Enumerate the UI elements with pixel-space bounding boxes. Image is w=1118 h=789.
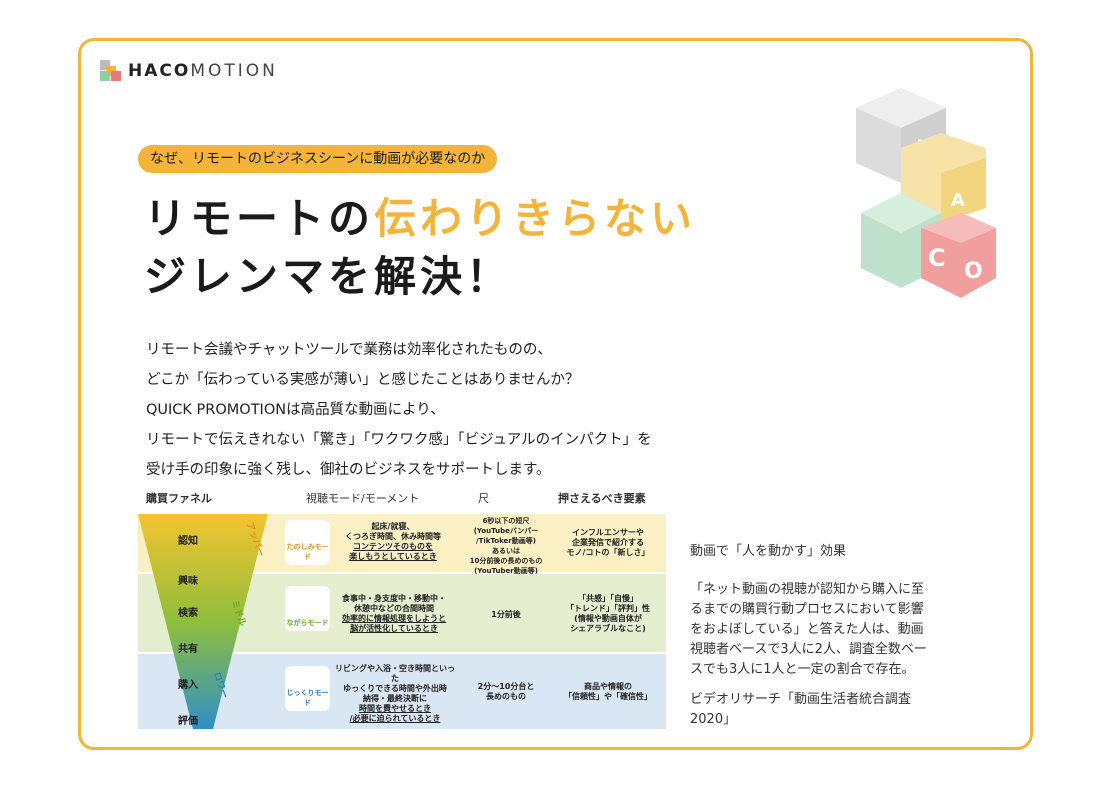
- logo-cubes-icon: [100, 60, 122, 82]
- element-text: 「共感」「自慢」「トレンド」「評判」性 (情報や動画自体がシェアラブルなこと): [566, 594, 650, 633]
- funnel-stage: 購入: [178, 680, 198, 691]
- mode-icon-fun: たのしみモード: [285, 520, 330, 565]
- funnel-stage: 共有: [178, 644, 198, 655]
- funnel-diagram: 購買ファネル 視聴モード/モーメント 尺 押さえるべき要素 認知 興味 検索 共…: [138, 490, 666, 735]
- length-text: 2分〜10分台と長めのもの: [477, 682, 535, 701]
- element-text: 商品や情報の「信頼性」や「確信性」: [564, 682, 652, 701]
- header-element: 押さえるべき要素: [558, 492, 646, 505]
- side-title: 動画で「人を動かす」効果: [690, 544, 847, 559]
- length-text: 1分前後: [491, 610, 521, 619]
- logo[interactable]: HACOMOTION: [100, 60, 278, 82]
- funnel-shape: [138, 514, 268, 729]
- moment-text: 起床/就寝、くつろぎ時間、休み時間等 コンテンツそのものを楽しもうとしているとき: [345, 522, 441, 561]
- intro-text: リモート会議やチャットツールで業務は効率化されたものの、 どこか「伝わっている実…: [146, 342, 652, 478]
- question-pill: なぜ、リモートのビジネスシーンに動画が必要なのか: [138, 145, 498, 173]
- header-length: 尺: [478, 492, 489, 505]
- svg-text:C: C: [928, 244, 946, 272]
- element-text: インフルエンサーや企業発信で紹介するモノ/コトの「新しさ」: [566, 528, 650, 557]
- moment-text: リビングや入浴・空き時間といったゆっくりできる時間や外出時 納得・最終決断に時間…: [335, 664, 455, 723]
- mode-icon-careful: じっくりモード: [285, 666, 330, 711]
- side-quote: 「ネット動画の視聴が認知から購入に至るまでの購買行動プロセスにおいて影響をおよぼ…: [690, 582, 927, 677]
- mode-icon-while: ながらモード: [285, 586, 330, 631]
- moment-text: 食事中・身支度中・移動中・休憩中などの合間時間 効率的に情報処理をしようと脳が活…: [342, 594, 446, 633]
- page-title: リモートの伝わりきらない ジレンマを解決！: [144, 194, 697, 301]
- funnel-stage: 興味: [178, 576, 198, 587]
- funnel-stage: 評価: [178, 716, 198, 727]
- funnel-stage: 認知: [178, 536, 198, 547]
- logo-text: HACOMOTION: [128, 61, 278, 81]
- funnel-stage: 検索: [178, 608, 198, 619]
- haco-cubes-illustration: H A C O: [856, 88, 996, 298]
- header-funnel: 購買ファネル: [146, 492, 212, 505]
- svg-text:O: O: [964, 259, 983, 284]
- svg-text:A: A: [951, 190, 965, 211]
- header-mode: 視聴モード/モーメント: [306, 492, 420, 505]
